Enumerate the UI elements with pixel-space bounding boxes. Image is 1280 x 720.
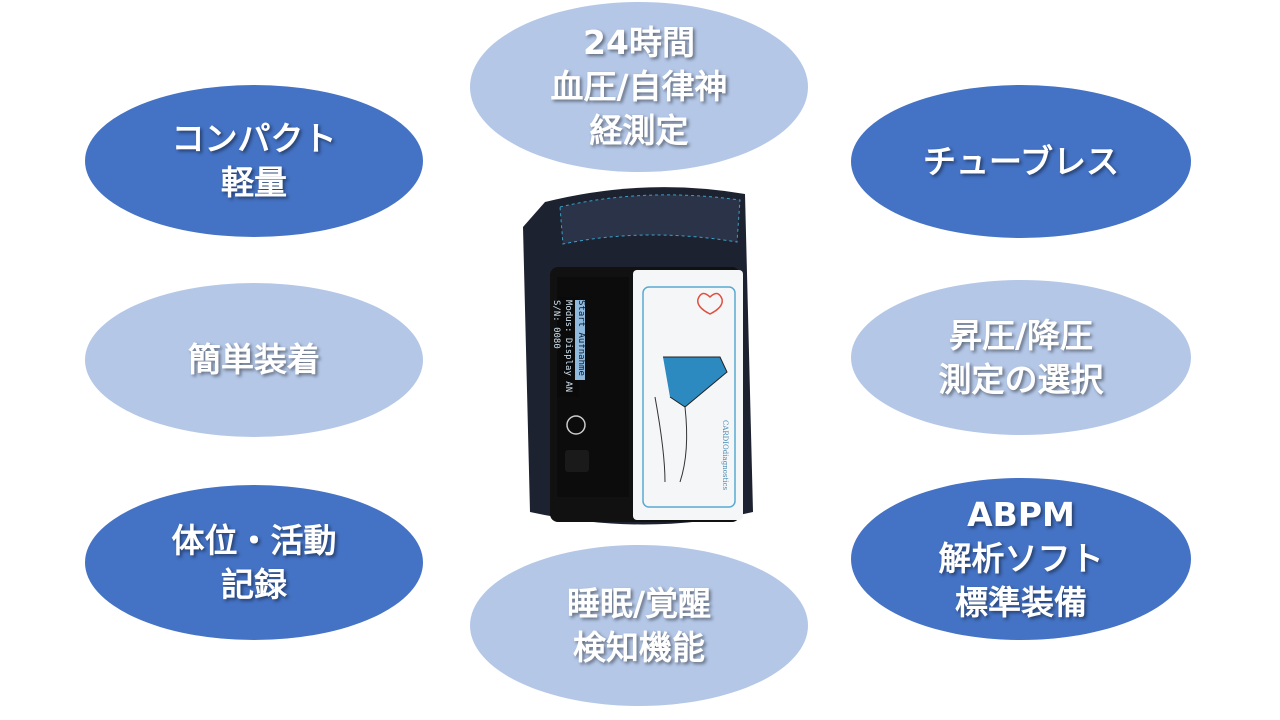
cuff-illustration (523, 187, 753, 525)
feature-compact: コンパクト 軽量 (85, 85, 423, 237)
blood-pressure-monitor-image: Start Aufnahme Modus: Display AN S/N: 00… (515, 182, 765, 537)
menu-button-icon (565, 450, 589, 472)
feature-easy-wear: 簡単装着 (85, 283, 423, 437)
feature-tubeless: チューブレス (851, 85, 1191, 238)
feature-24h-measurement: 24時間 血圧/自律神 経測定 (470, 2, 808, 172)
feature-posture-activity: 体位・活動 記録 (85, 485, 423, 640)
screen-line-2: Modus: Display AN (563, 300, 573, 393)
feature-inflation-mode: 昇圧/降圧 測定の選択 (851, 280, 1191, 435)
feature-abpm-software: ABPM 解析ソフト 標準装備 (851, 478, 1191, 640)
feature-sleep-detection: 睡眠/覚醒 検知機能 (470, 545, 808, 706)
device-logo: CARDIOdiagnostics (721, 420, 729, 491)
screen-line-3: S/N: 0080 (551, 300, 561, 349)
power-button-icon (566, 415, 586, 435)
screen-line-1: Start Aufnahme (576, 300, 586, 376)
